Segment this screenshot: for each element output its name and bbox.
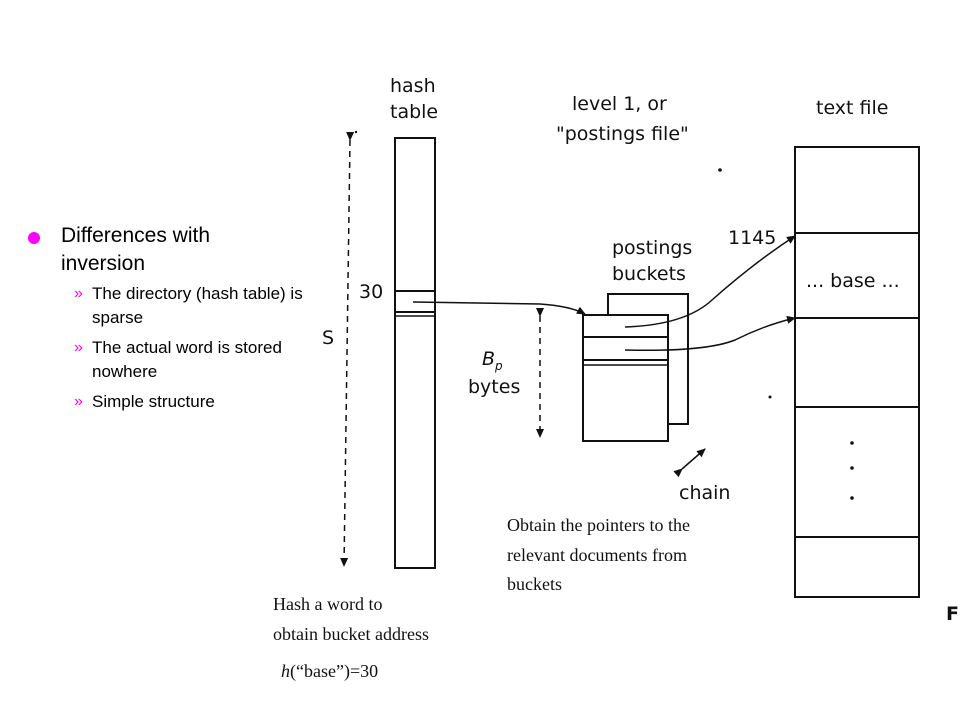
text-file-box (794, 146, 920, 598)
bullet-dot-icon (28, 232, 40, 244)
label-s: S (322, 327, 334, 349)
sub-bullet-list: » The directory (hash table) is sparse »… (74, 282, 328, 414)
ellipsis-dot (850, 441, 854, 445)
hash-table-label-1: hash (390, 75, 436, 97)
scan-dot (718, 168, 722, 172)
f-label: F (946, 603, 959, 625)
sub-bullet: » Simple structure (74, 390, 328, 414)
text-file-label: text file (816, 97, 888, 119)
scan-dot (354, 130, 358, 134)
note-obtain-line-3: buckets (507, 574, 562, 594)
bullet-list: Differences with inversion » The directo… (28, 222, 328, 420)
chain-label: chain (679, 482, 730, 504)
ellipsis-dot (850, 496, 854, 500)
sub-bullet: » The actual word is stored nowhere (74, 336, 328, 384)
label-1145: 1145 (728, 227, 776, 249)
note-obtain-line-1: Obtain the pointers to the (507, 515, 690, 535)
postings-buckets-label-1: postings (612, 237, 692, 259)
scan-dot (768, 395, 772, 399)
sub-bullet-text: The directory (hash table) is sparse (92, 284, 303, 327)
sub-bullet-marker-icon: » (74, 339, 83, 356)
base-label: ... base ... (806, 270, 900, 292)
sub-bullet-marker-icon: » (74, 285, 83, 302)
sub-bullet-marker-icon: » (74, 393, 83, 410)
sub-bullet-text: The actual word is stored nowhere (92, 338, 282, 381)
bucket-front (582, 314, 669, 442)
chain-arrow (673, 448, 706, 478)
label-30: 30 (359, 281, 383, 303)
sub-bullet: » The directory (hash table) is sparse (74, 282, 328, 330)
hash-table-label-2: table (390, 101, 438, 123)
ellipsis-dot (850, 466, 854, 470)
sub-bullet-text: Simple structure (92, 392, 215, 411)
bp-label: Bp (482, 348, 503, 373)
note-obtain-line-2: relevant documents from (507, 545, 687, 565)
hash-to-bucket-arrow (412, 301, 586, 315)
bullet-main: Differences with inversion (28, 222, 328, 278)
formula: h(“base”)=30 (281, 661, 378, 682)
note-hash-line-2: obtain bucket address (273, 624, 429, 644)
hash-table-box (394, 137, 436, 569)
s-dimension-arrow (340, 131, 355, 567)
level-label-1: level 1, or (572, 93, 667, 115)
note-hash-line-1: Hash a word to (273, 594, 382, 614)
bytes-label: bytes (468, 376, 520, 398)
bullet-main-text: Differences with inversion (61, 224, 211, 275)
bucket-to-doc-arrow (624, 315, 796, 352)
bucket-to-doc-arrow (624, 235, 796, 328)
level-label-2: "postings file" (556, 123, 689, 145)
postings-buckets-label-2: buckets (612, 263, 686, 285)
